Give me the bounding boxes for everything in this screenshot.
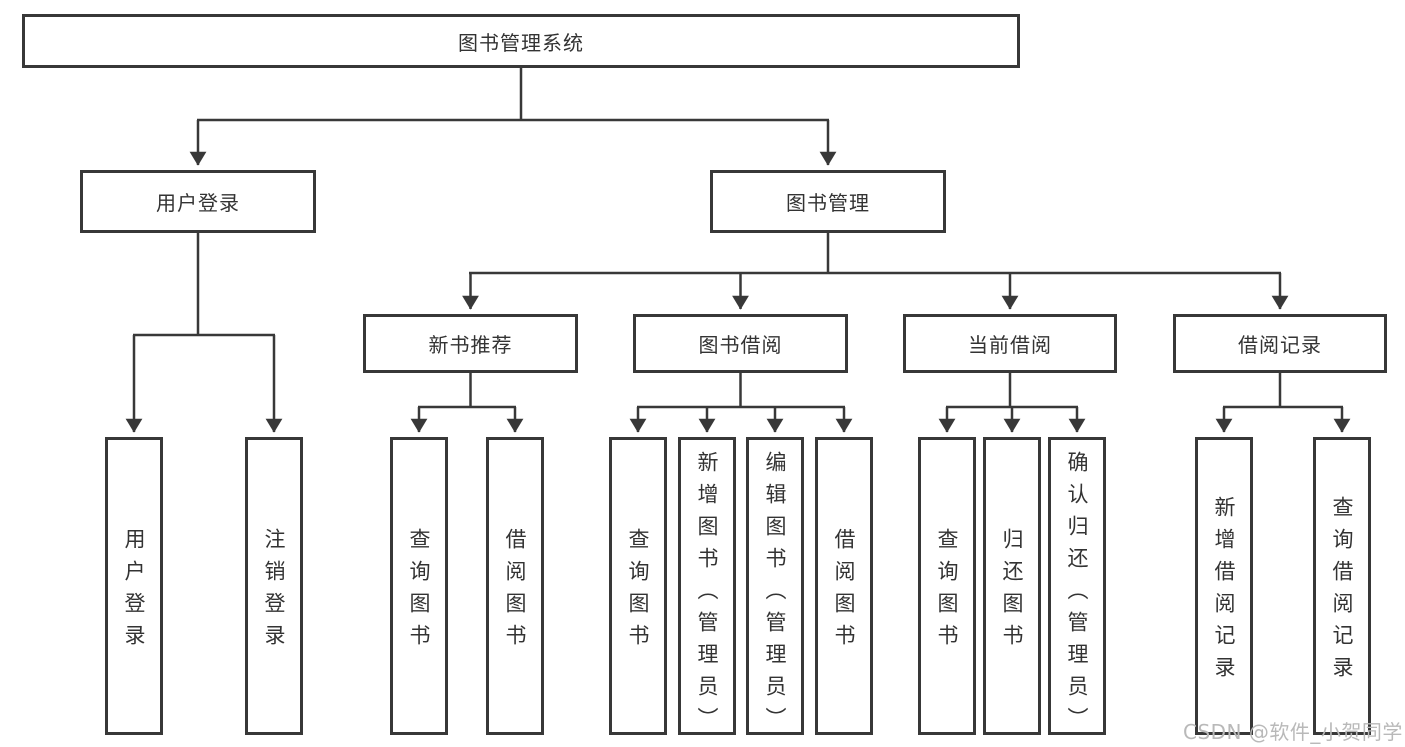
leaf-query-borrow-record: 查询借阅记录 <box>1313 437 1371 735</box>
leaf-borrow-books: 借阅图书 <box>815 437 873 735</box>
node-book-borrowing: 图书借阅 <box>633 314 848 373</box>
leaf-add-borrow-record: 新增借阅记录 <box>1195 437 1253 735</box>
leaf-query-books: 查询图书 <box>918 437 976 735</box>
leaf-return-book: 归还图书 <box>983 437 1041 735</box>
node-user-login: 用户登录 <box>80 170 316 233</box>
node-book-management: 图书管理 <box>710 170 946 233</box>
node-current-borrowing: 当前借阅 <box>903 314 1117 373</box>
csdn-watermark: CSDN @软件_小贺同学 <box>1183 720 1403 744</box>
leaf-confirm-return-admin: 确认归还（管理员） <box>1048 437 1106 739</box>
leaf-add-book-admin: 新增图书（管理员） <box>678 437 736 739</box>
node-new-book-recommend: 新书推荐 <box>363 314 578 373</box>
leaf-borrow-books: 借阅图书 <box>486 437 544 735</box>
leaf-edit-book-admin: 编辑图书（管理员） <box>746 437 804 739</box>
leaf-logout-login: 注销登录 <box>245 437 303 735</box>
node-borrow-records: 借阅记录 <box>1173 314 1387 373</box>
node-system-root: 图书管理系统 <box>22 14 1020 68</box>
leaf-query-books: 查询图书 <box>390 437 448 735</box>
leaf-query-books: 查询图书 <box>609 437 667 735</box>
leaf-user-login: 用户登录 <box>105 437 163 735</box>
